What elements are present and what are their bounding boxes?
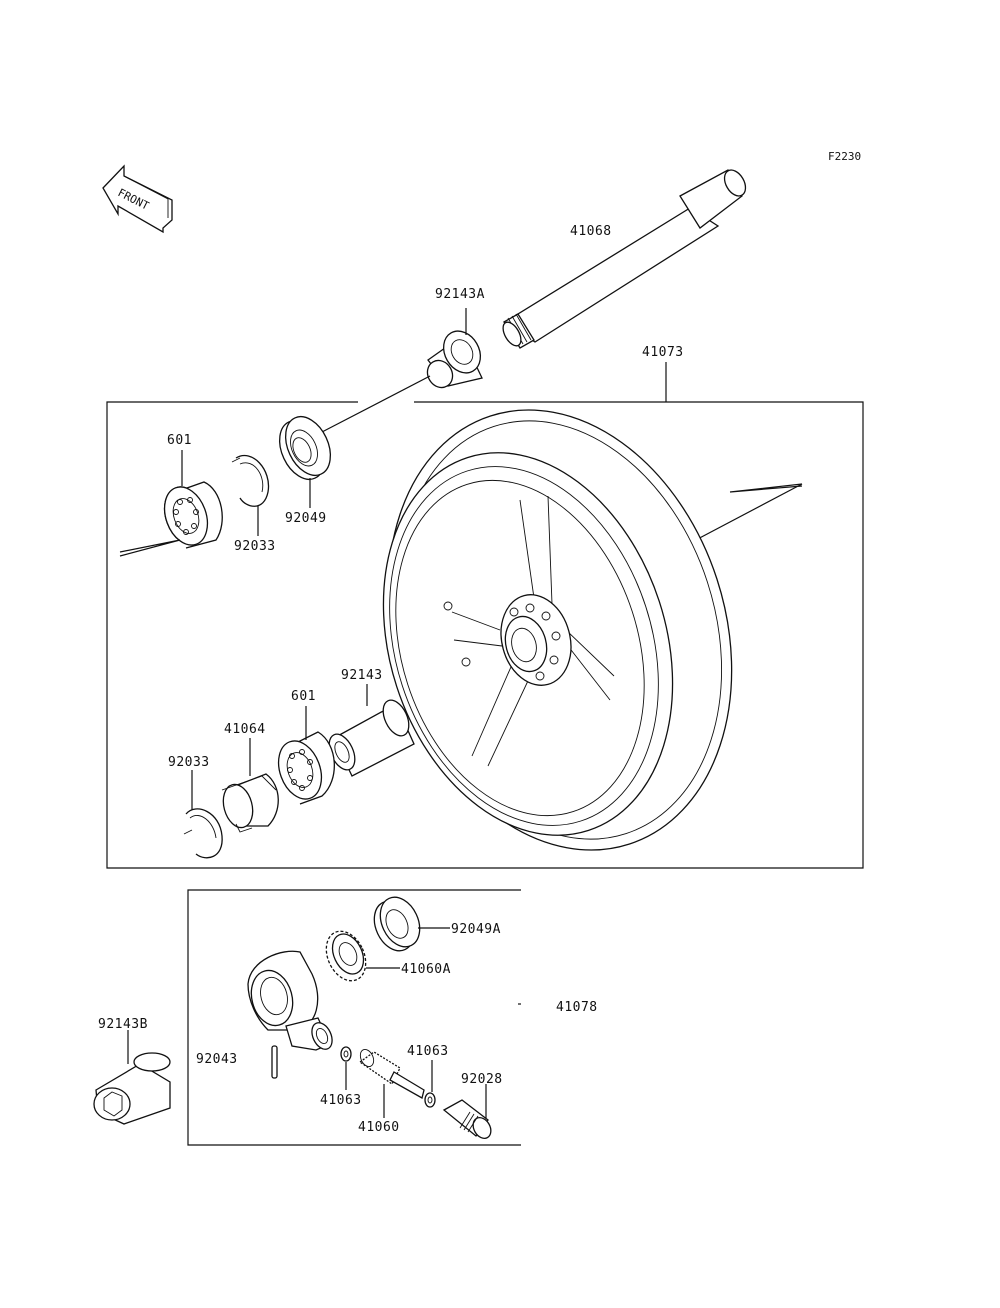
label-41078: 41078 bbox=[556, 1000, 598, 1015]
circlip-92033-top bbox=[231, 455, 270, 507]
label-41060: 41060 bbox=[358, 1120, 400, 1135]
washer-41063-left bbox=[340, 1046, 352, 1062]
bearing-601-top bbox=[163, 481, 223, 549]
washer-41063-right bbox=[424, 1092, 436, 1108]
label-41064: 41064 bbox=[224, 722, 266, 737]
wheel-rim bbox=[382, 409, 733, 851]
label-41068: 41068 bbox=[570, 224, 612, 239]
collar-92143B bbox=[93, 1052, 171, 1125]
label-92033-bottom: 92033 bbox=[168, 755, 210, 770]
label-92028: 92028 bbox=[461, 1072, 503, 1087]
ring-41064 bbox=[221, 773, 279, 833]
label-92049: 92049 bbox=[285, 511, 327, 526]
label-41063-right: 41063 bbox=[407, 1044, 449, 1059]
label-92033-top: 92033 bbox=[234, 539, 276, 554]
label-601-top: 601 bbox=[167, 433, 192, 448]
front-direction-arrow: FRONT bbox=[102, 164, 173, 234]
gearbox-housing bbox=[247, 950, 333, 1051]
label-92043: 92043 bbox=[196, 1052, 238, 1067]
label-41063-left: 41063 bbox=[320, 1093, 362, 1108]
label-41073: 41073 bbox=[642, 345, 684, 360]
collar-92143A bbox=[426, 330, 483, 389]
label-92143A: 92143A bbox=[435, 287, 485, 302]
collar-92143 bbox=[328, 699, 415, 777]
label-92143: 92143 bbox=[341, 668, 383, 683]
label-92049A: 92049A bbox=[451, 922, 501, 937]
oil-seal-92049A bbox=[373, 896, 421, 952]
oil-seal-92049 bbox=[278, 416, 332, 480]
label-601-bottom: 601 bbox=[291, 689, 316, 704]
circlip-92033-bottom bbox=[183, 808, 223, 859]
wheel-assembly-bracket bbox=[106, 401, 864, 869]
pin-92043 bbox=[271, 1045, 278, 1079]
bearing-601-bottom bbox=[277, 731, 335, 805]
gear-41060A bbox=[325, 930, 367, 982]
label-41060A: 41060A bbox=[401, 962, 451, 977]
speedo-gearbox-bracket bbox=[187, 889, 521, 1146]
bushing-92028 bbox=[442, 1099, 492, 1139]
figure-code: F2230 bbox=[828, 150, 861, 163]
pinion-gear-41060 bbox=[358, 1049, 425, 1099]
label-92143B: 92143B bbox=[98, 1017, 148, 1032]
front-axle bbox=[502, 169, 747, 349]
